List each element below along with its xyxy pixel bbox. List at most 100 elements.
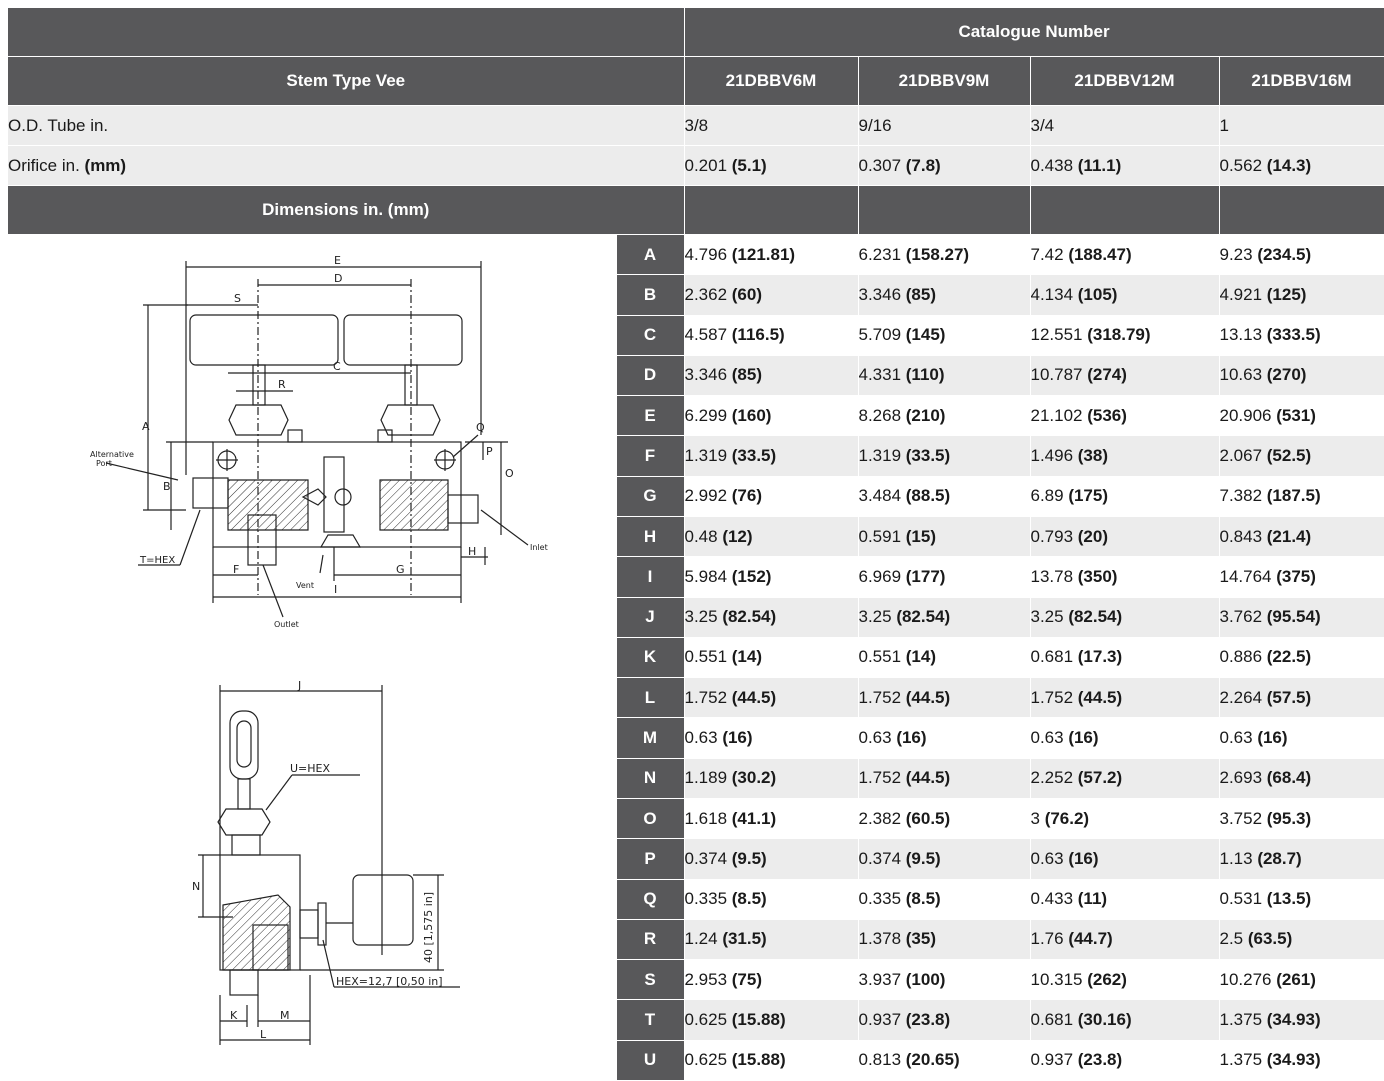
value-mm: (30.2) (731, 768, 777, 788)
dimension-value-cell: 1.319 (33.5) (858, 435, 1031, 477)
value-inches: 1.752 (684, 687, 732, 707)
dimension-value-cell: 0.63 (16) (1219, 717, 1384, 759)
value-mm: (175) (1068, 486, 1108, 506)
value-inches: 0.201 (684, 155, 732, 175)
specification-table: Catalogue Number Stem Type Vee 21DBBV6M … (8, 8, 1384, 1081)
dimension-value-cell: 3.937 (100) (858, 959, 1031, 1001)
value-inches: 0.48 (684, 526, 723, 546)
value-mm: (17.3) (1077, 647, 1123, 667)
diagram-label-d: D (334, 272, 342, 285)
value-inches: 0.551 (684, 647, 732, 667)
value-mm: (52.5) (1266, 446, 1312, 466)
value-inches: 6.299 (684, 405, 732, 425)
value-mm: (210) (905, 405, 946, 425)
catalogue-number-heading: Catalogue Number (684, 8, 1384, 57)
value-inches: 13.78 (1030, 566, 1078, 586)
dimension-value-cell: 3.346 (85) (684, 355, 859, 397)
dimension-letter: I (616, 556, 685, 598)
dimension-value-cell: 2.362 (60) (684, 274, 859, 316)
value-inches: 3/4 (1030, 115, 1055, 135)
dimension-letter: N (616, 758, 685, 799)
value-mm: (85) (905, 284, 936, 304)
spec-value-cell: 0.307 (7.8) (858, 145, 1031, 186)
value-inches: 4.134 (1030, 284, 1078, 304)
diagram-label-i: I (334, 583, 337, 596)
value-inches: 0.335 (858, 889, 906, 909)
dimension-value-cell: 0.591 (15) (858, 516, 1031, 558)
value-mm: (82.54) (1068, 607, 1123, 627)
dimension-letter: A (616, 234, 685, 276)
dimension-value-cell: 0.625 (15.88) (684, 1040, 859, 1081)
value-mm: (11) (1077, 889, 1108, 909)
dimension-letter: Q (616, 879, 685, 920)
diagram-label-k: K (230, 1009, 238, 1022)
spec-value-cell: 0.562 (14.3) (1219, 145, 1384, 186)
value-inches: 3.484 (858, 486, 906, 506)
dimension-value-cell: 6.299 (160) (684, 395, 859, 437)
value-mm: (5.1) (731, 155, 767, 175)
dimension-letter: F (616, 435, 685, 477)
value-mm: (14) (905, 647, 936, 667)
value-inches: 4.587 (684, 325, 732, 345)
value-mm: (33.5) (731, 446, 777, 466)
value-inches: 0.63 (1030, 848, 1069, 868)
dimension-value-cell: 2.992 (76) (684, 476, 859, 517)
value-inches: 0.335 (684, 889, 732, 909)
dimension-value-cell: 0.335 (8.5) (684, 879, 859, 920)
dimension-value-cell: 0.793 (20) (1030, 516, 1220, 558)
value-inches: 2.693 (1219, 768, 1267, 788)
value-mm: (44.5) (905, 687, 951, 707)
dimension-value-cell: 0.843 (21.4) (1219, 516, 1384, 558)
value-mm: (75) (731, 969, 762, 989)
value-inches: 0.551 (858, 647, 906, 667)
dimension-value-cell: 10.787 (274) (1030, 355, 1220, 397)
dimension-value-cell: 2.252 (57.2) (1030, 758, 1220, 799)
value-inches: 1.752 (858, 687, 906, 707)
diagram-label-l: L (260, 1028, 267, 1041)
dimension-letter: J (616, 597, 685, 638)
dimension-value-cell: 9.23 (234.5) (1219, 234, 1384, 276)
dimension-value-cell: 1.752 (44.5) (1030, 677, 1220, 719)
dimension-value-cell: 0.63 (16) (858, 717, 1031, 759)
value-mm: (160) (731, 405, 772, 425)
value-inches: 0.63 (684, 728, 723, 748)
dimension-value-cell: 4.331 (110) (858, 355, 1031, 397)
dimension-value-cell: 0.551 (14) (858, 637, 1031, 679)
value-inches: 0.681 (1030, 647, 1078, 667)
value-mm: (262) (1087, 969, 1127, 989)
value-mm: (318.79) (1087, 325, 1151, 345)
value-mm: (234.5) (1257, 244, 1312, 264)
diagram-label-vent: Vent (296, 581, 314, 590)
value-mm: (44.5) (731, 687, 777, 707)
value-mm: (20) (1077, 526, 1108, 546)
value-inches: 2.264 (1219, 687, 1267, 707)
dimension-value-cell: 0.335 (8.5) (858, 879, 1031, 920)
dimension-value-cell: 4.796 (121.81) (684, 234, 859, 276)
value-inches: 0.937 (858, 1009, 906, 1029)
stem-type-heading: Stem Type Vee (8, 56, 685, 106)
value-mm: (82.54) (722, 607, 777, 627)
spec-value-cell: 0.438 (11.1) (1030, 145, 1220, 186)
dimension-value-cell: 0.625 (15.88) (684, 999, 859, 1041)
value-inches: 10.315 (1030, 969, 1088, 989)
dimensions-heading-blank (858, 185, 1031, 235)
value-mm: (76.2) (1044, 808, 1090, 828)
value-mm: (16) (1068, 848, 1099, 868)
value-mm: (57.2) (1077, 768, 1123, 788)
value-mm: (350) (1077, 566, 1118, 586)
value-inches: 1.375 (1219, 1009, 1267, 1029)
diagram-label-s: S (234, 292, 241, 305)
value-mm: (88.5) (905, 486, 951, 506)
dimension-value-cell: 3.25 (82.54) (1030, 597, 1220, 638)
catalogue-number-3: 21DBBV12M (1030, 56, 1220, 106)
value-inches: 2.953 (684, 969, 732, 989)
value-inches: 1.378 (858, 929, 906, 949)
value-inches: 0.531 (1219, 889, 1267, 909)
